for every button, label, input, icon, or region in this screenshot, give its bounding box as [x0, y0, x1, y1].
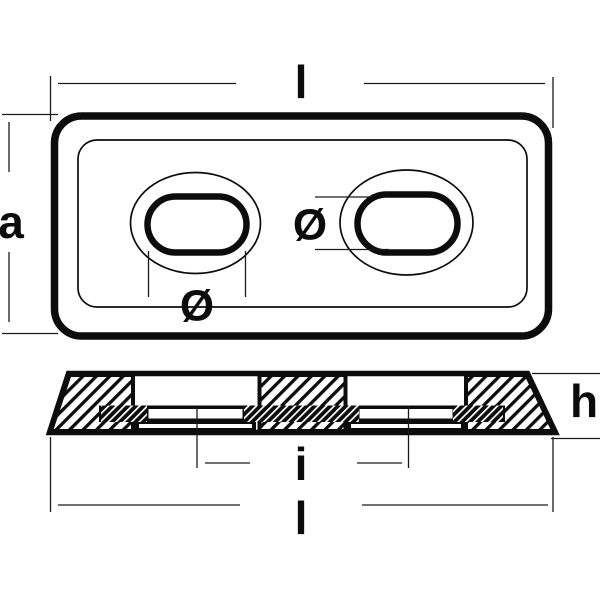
strap-slot-left [148, 409, 243, 419]
section-view: h i l [45, 370, 600, 544]
height-dimension-lines [532, 372, 600, 440]
left-hole-recess-outline [129, 171, 262, 275]
strap-slot-right [359, 409, 453, 419]
left-hole-slot [144, 193, 250, 256]
section-hatch-middle [257, 373, 348, 433]
spacing-extension-lines [196, 407, 410, 468]
dim-label-diameter-right: Ø [293, 201, 327, 250]
plate-inner-edge [77, 139, 528, 308]
top-view: l a Ø Ø [0, 56, 554, 340]
dim-label-height: h [570, 375, 598, 427]
dim-label-length-bottom: l [295, 492, 308, 544]
right-hole-slot [354, 191, 461, 256]
window-bottom-edges [135, 421, 465, 431]
length-dimension-top-lines [49, 76, 554, 128]
width-dimension-lines [2, 113, 58, 335]
right-hole-extension-lines [315, 196, 389, 251]
mounting-strap [99, 405, 505, 422]
dim-label-diameter-left: Ø [180, 282, 214, 331]
dim-label-length-top: l [295, 56, 308, 108]
plate-outline [50, 112, 553, 340]
dim-label-spacing: i [295, 438, 308, 490]
section-body-outline [45, 370, 560, 436]
right-hole-recess-outline [339, 169, 474, 276]
left-hole-extension-lines [147, 251, 247, 297]
length-dimension-bottom-lines [49, 437, 554, 512]
dim-label-width: a [0, 196, 24, 248]
